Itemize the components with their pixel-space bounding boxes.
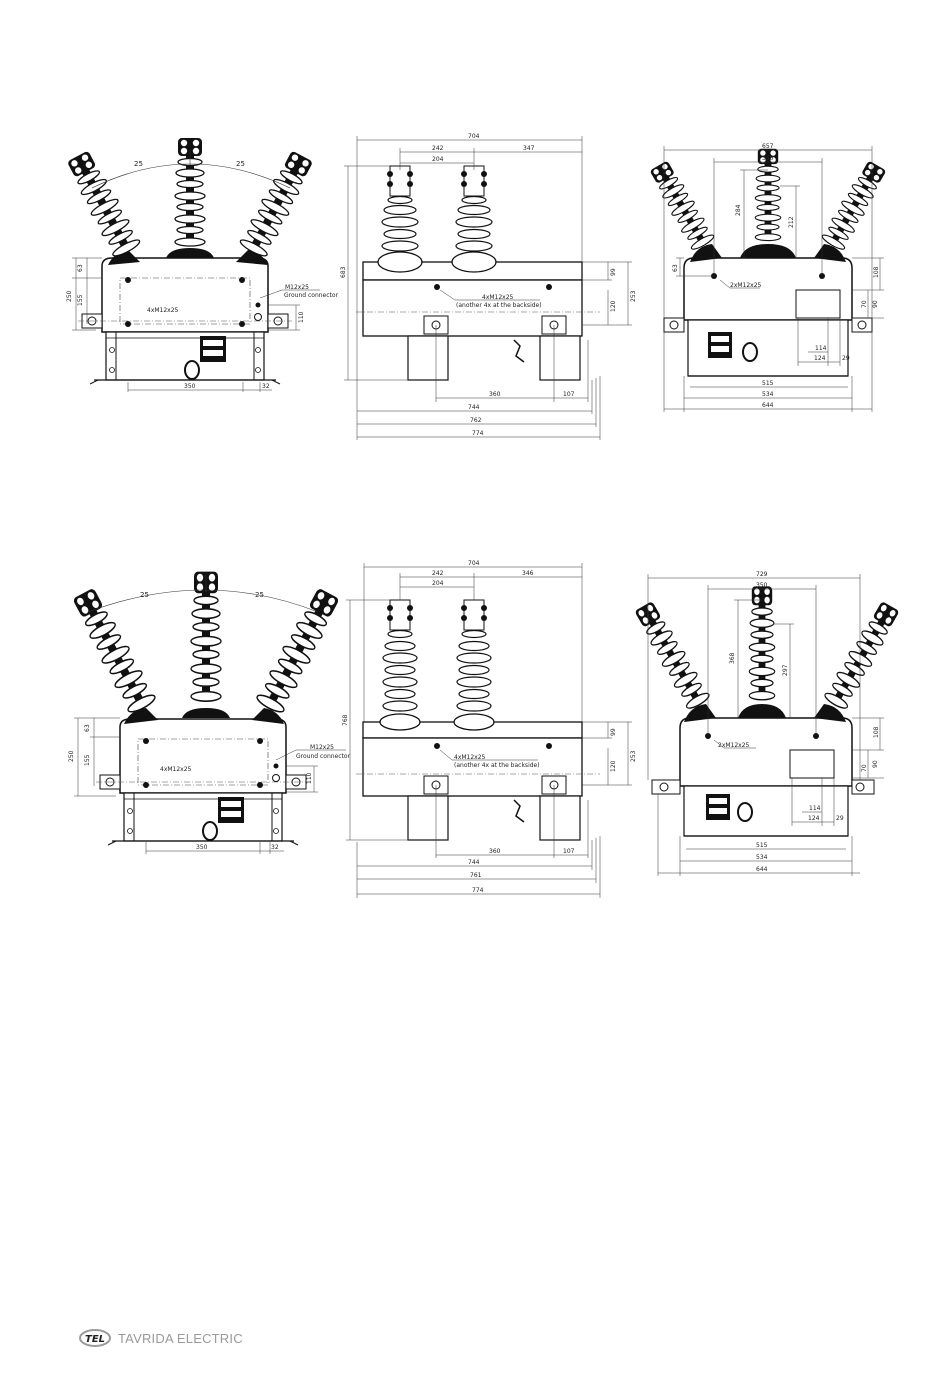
top-side-dim-744: 744 [468, 404, 480, 411]
bottom-side-dim-120: 120 [610, 760, 617, 772]
bottom-front-dim-250: 250 [68, 750, 75, 762]
bottom-side-dim-761: 761 [470, 872, 482, 879]
bottom-front-dim-63: 63 [84, 724, 91, 732]
top-rear-dim-515: 515 [762, 380, 774, 387]
bottom-front-arc-right: 25 [255, 591, 264, 599]
bottom-rear-dim-350: 350 [756, 582, 768, 589]
bottom-side-dim-774: 774 [472, 887, 484, 894]
top-rear-dim-350: 350 [762, 155, 774, 162]
bottom-side-dim-346: 346 [522, 570, 534, 577]
bottom-rear-dim-124: 124 [808, 815, 820, 822]
bottom-rear-dim-297: 297 [782, 664, 789, 676]
bottom-rear-bolt-label: 2xM12x25 [718, 742, 750, 749]
tel-logo-icon: TEL [79, 1329, 111, 1347]
top-rear-bolt-label: 2xM12x25 [730, 282, 762, 289]
bottom-rear-dim-515: 515 [756, 842, 768, 849]
bottom-rear-dim-114: 114 [809, 805, 821, 812]
top-rear-view: 657 350 284 212 63 2xM12x25 108 70 90 11… [646, 143, 890, 412]
bottom-rear-dim-368: 368 [729, 652, 736, 664]
top-side-dim-774: 774 [472, 430, 484, 437]
top-side-dim-683: 683 [340, 266, 347, 278]
bottom-front-dim-350: 350 [196, 844, 208, 851]
top-rear-dim-29: 29 [842, 355, 850, 362]
bottom-side-dim-99: 99 [610, 728, 617, 736]
bottom-rear-dim-29: 29 [836, 815, 844, 822]
top-rear-dim-114: 114 [815, 345, 827, 352]
bottom-side-dim-704: 704 [468, 560, 480, 567]
top-rear-dim-534: 534 [762, 391, 774, 398]
bottom-front-ground-bolt: M12x25 [310, 744, 334, 751]
top-rear-dim-63: 63 [672, 264, 679, 272]
top-side-dim-762: 762 [470, 417, 482, 424]
bottom-side-dim-253: 253 [630, 750, 637, 762]
bottom-side-dim-242: 242 [432, 570, 444, 577]
bottom-rear-view: 729 350 368 297 2xM12x25 108 70 90 114 1… [631, 571, 903, 876]
top-side-dim-99: 99 [610, 268, 617, 276]
top-rear-dim-108: 108 [873, 266, 880, 278]
bottom-front-dim-32: 32 [271, 844, 279, 851]
top-front-dim-32: 32 [262, 383, 270, 390]
top-rear-dim-284: 284 [735, 204, 742, 216]
bottom-rear-dim-729: 729 [756, 571, 768, 578]
top-front-ground-label: Ground connector [284, 292, 339, 299]
bottom-side-dim-204: 204 [432, 580, 444, 587]
bottom-rear-dim-108: 108 [873, 726, 880, 738]
top-rear-dim-90: 90 [872, 300, 879, 308]
bottom-rear-dim-534: 534 [756, 854, 768, 861]
bottom-side-dim-107: 107 [563, 848, 575, 855]
bottom-side-dim-360: 360 [489, 848, 501, 855]
bottom-front-bolt-label: 4xM12x25 [160, 766, 192, 773]
top-side-dim-704: 704 [468, 133, 480, 140]
brand-name: TAVRIDA ELECTRIC [118, 1330, 243, 1346]
top-front-dim-250: 250 [66, 290, 73, 302]
top-side-dim-253: 253 [630, 290, 637, 302]
top-rear-dim-657: 657 [762, 143, 774, 150]
top-front-arc-left: 25 [134, 160, 143, 168]
top-side-dim-107: 107 [563, 391, 575, 398]
bottom-side-dim-744: 744 [468, 859, 480, 866]
top-front-dim-155: 155 [77, 294, 84, 306]
top-side-bolt-note: (another 4x at the backside) [456, 302, 542, 309]
top-front-dim-350: 350 [184, 383, 196, 390]
top-side-bolt-label: 4xM12x25 [482, 294, 514, 301]
bottom-front-ground-label: Ground connector [296, 753, 351, 760]
top-rear-dim-644: 644 [762, 402, 774, 409]
bottom-side-bolt-note: (another 4x at the backside) [454, 762, 540, 769]
top-front-dim-110: 110 [298, 311, 305, 323]
brand-logo: TEL TAVRIDA ELECTRIC [78, 1328, 243, 1348]
top-rear-dim-124: 124 [814, 355, 826, 362]
top-front-ground-bolt: M12x25 [285, 284, 309, 291]
top-rear-dim-212: 212 [788, 216, 795, 228]
top-side-dim-120: 120 [610, 300, 617, 312]
top-front-dim-63: 63 [77, 264, 84, 272]
top-side-dim-360: 360 [489, 391, 501, 398]
bottom-front-dim-155: 155 [84, 754, 91, 766]
top-front-arc-right: 25 [236, 160, 245, 168]
bottom-front-view: 25 25 63 250 155 110 M12x25 Ground conne… [68, 570, 351, 854]
tel-logo-mark: TEL [85, 1334, 105, 1345]
bottom-side-view: 704 242 346 204 768 99 120 253 4xM12x25 … [342, 560, 637, 898]
top-front-bolt-label: 4xM12x25 [147, 307, 179, 314]
bottom-front-dim-110: 110 [306, 772, 313, 784]
bottom-side-dim-768: 768 [342, 714, 349, 726]
top-rear-dim-70: 70 [861, 300, 868, 308]
bottom-side-bolt-label: 4xM12x25 [454, 754, 486, 761]
bottom-rear-dim-644: 644 [756, 866, 768, 873]
top-front-view: 25 25 63 250 155 110 M12x25 Ground conne… [63, 137, 339, 392]
bottom-rear-dim-70: 70 [861, 764, 868, 772]
top-side-dim-242: 242 [432, 145, 444, 152]
bottom-front-arc-left: 25 [140, 591, 149, 599]
top-side-dim-204: 204 [432, 156, 444, 163]
top-side-view: 704 242 347 204 683 99 120 253 4xM12x25 … [340, 133, 637, 440]
bottom-rear-dim-90: 90 [872, 760, 879, 768]
top-side-dim-347: 347 [523, 145, 535, 152]
